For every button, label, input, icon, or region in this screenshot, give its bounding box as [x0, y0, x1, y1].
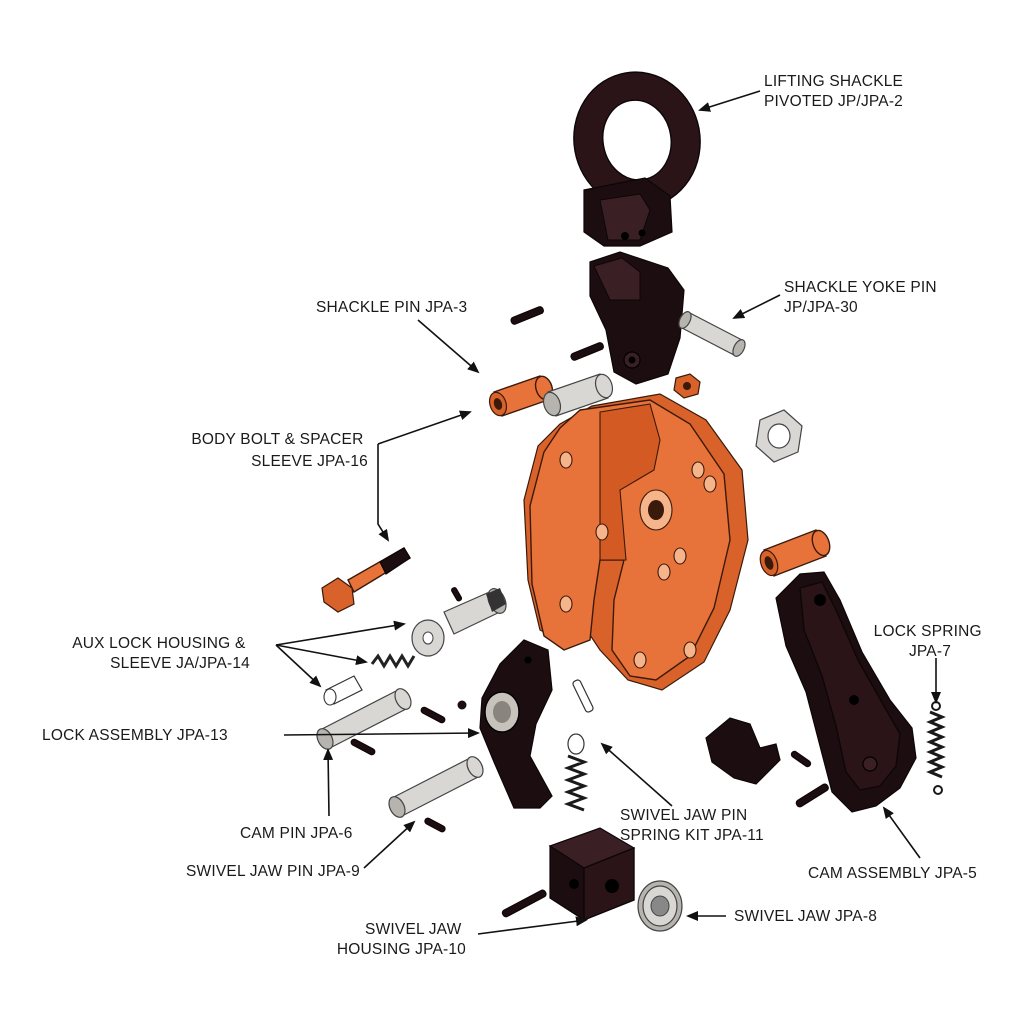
leader-cam-pin: [323, 748, 334, 817]
small-jaw-piece-part: [705, 717, 781, 785]
leader-shackle-yoke-pin: [732, 294, 781, 319]
label-shackle-pin: SHACKLE PIN JPA-3: [316, 299, 467, 316]
leader-aux-lock-3: [275, 644, 322, 688]
leader-body-sleeve: [377, 410, 472, 445]
shackle-pin-sleeve-part: [488, 375, 554, 417]
swivel-jaw-housing-part: [548, 827, 636, 922]
leader-cam-assembly: [882, 806, 921, 859]
small-nut-part: [673, 373, 701, 399]
cam-assembly-part: [775, 571, 917, 813]
label-lifting-shackle: LIFTING SHACKLE PIVOTED JP/JPA-2: [764, 73, 908, 110]
leader-lock-assembly: [283, 728, 480, 739]
label-swivel-jaw-housing: SWIVEL JAW HOUSING JPA-10: [337, 921, 466, 958]
leader-shackle-pin: [417, 319, 480, 374]
grey-sleeve-part: [542, 373, 614, 417]
aux-lock-housing-part: [323, 588, 507, 706]
leader-swivel-jaw-housing: [477, 916, 588, 935]
leader-lines: [275, 90, 941, 935]
leader-body-bolt: [377, 444, 390, 542]
labels: LIFTING SHACKLE PIVOTED JP/JPA-2 SHACKLE…: [42, 73, 987, 958]
lifting-shackle-part: [573, 71, 701, 247]
label-cam-assembly: CAM ASSEMBLY JPA-5: [808, 865, 977, 882]
lock-assembly-part: [479, 639, 553, 809]
shackle-yoke-pin-part: [678, 311, 746, 357]
label-cam-pin: CAM PIN JPA-6: [240, 825, 353, 842]
small-pins: [350, 306, 829, 918]
body-spacer-sleeve-part: [759, 529, 831, 577]
spring-kit-part: [563, 679, 594, 812]
swivel-jaw-part: [637, 880, 683, 932]
hex-nut-part: [755, 409, 803, 463]
body-bolt-part: [321, 547, 411, 613]
label-lock-spring: LOCK SPRING JPA-7: [874, 623, 987, 660]
lock-spring-part: [926, 701, 946, 795]
label-lock-assembly: LOCK ASSEMBLY JPA-13: [42, 727, 228, 744]
label-swivel-jaw: SWIVEL JAW JPA-8: [734, 908, 877, 925]
clamp-body-part: [523, 393, 749, 691]
leader-swivel-jaw-pin: [363, 820, 416, 869]
label-body-bolt: BODY BOLT & SPACER SLEEVE JPA-16: [191, 431, 368, 470]
leader-lifting-shackle: [698, 90, 761, 112]
label-swivel-jaw-pin: SWIVEL JAW PIN JPA-9: [186, 863, 360, 880]
swivel-jaw-pin-part: [388, 756, 484, 818]
label-swivel-jaw-pin-spring-kit: SWIVEL JAW PIN SPRING KIT JPA-11: [620, 807, 764, 844]
shackle-yoke-part: [589, 251, 685, 385]
leader-spring-kit: [600, 742, 673, 807]
leader-aux-lock-1: [275, 620, 406, 646]
label-shackle-yoke-pin: SHACKLE YOKE PIN JP/JPA-30: [784, 279, 941, 316]
leader-aux-lock-2: [275, 644, 368, 666]
label-aux-lock: AUX LOCK HOUSING & SLEEVE JA/JPA-14: [72, 635, 250, 672]
